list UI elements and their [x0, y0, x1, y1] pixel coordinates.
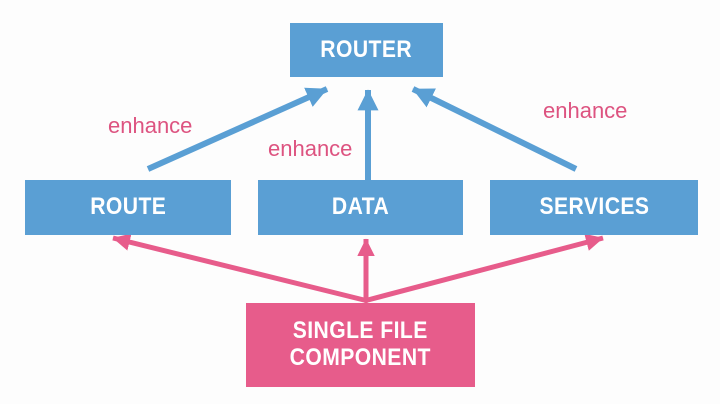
edge-label-enhance-right: enhance	[543, 98, 628, 123]
node-services-label: SERVICES	[539, 193, 649, 221]
edge-sfc-to-route	[112, 233, 369, 304]
edge-label-enhance-middle: enhance	[268, 136, 353, 161]
node-route: ROUTE	[25, 180, 231, 235]
sfc-label-line1: SINGLE FILE	[292, 317, 429, 345]
node-data: DATA	[258, 180, 463, 235]
node-router: ROUTER	[290, 23, 443, 77]
node-single-file-component: SINGLE FILE COMPONENT	[246, 303, 475, 387]
sfc-label-line2: COMPONENT	[289, 344, 432, 371]
node-data-label: DATA	[331, 193, 390, 221]
edge-label-enhance-left: enhance	[108, 113, 193, 138]
node-services: SERVICES	[490, 180, 698, 235]
edge-sfc-to-services	[363, 233, 604, 304]
node-router-label: ROUTER	[320, 35, 413, 63]
node-single-file-component-label: SINGLE FILE COMPONENT	[289, 317, 432, 372]
node-route-label: ROUTE	[89, 193, 167, 221]
